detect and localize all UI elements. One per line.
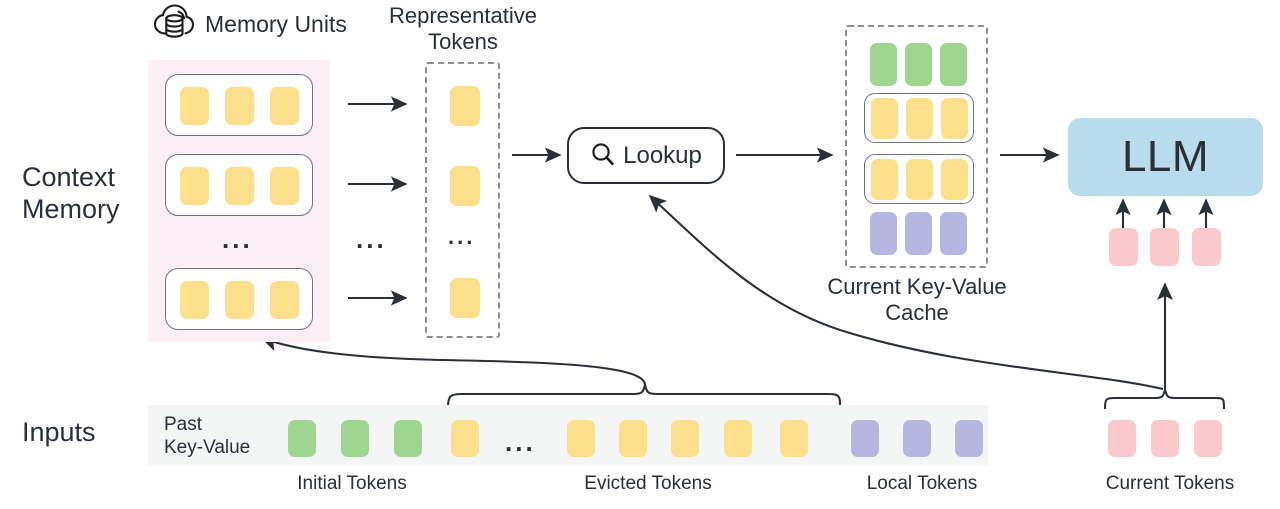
- representative-tokens-label: Representative Tokens: [389, 3, 537, 54]
- memory-token: [180, 167, 209, 205]
- llm-input-token: [1150, 228, 1179, 266]
- curve-evicted-to-context-memory: [260, 336, 647, 386]
- current-kv-cache-label: Current Key-Value Cache: [827, 274, 1007, 325]
- kv-token: [871, 159, 898, 200]
- kv-token: [870, 43, 897, 86]
- input-token-evicted: [619, 420, 647, 457]
- cloud-database-icon: [152, 2, 196, 47]
- kv-row-initial: [870, 43, 967, 86]
- memory-token: [225, 167, 254, 205]
- representative-token: [450, 166, 480, 206]
- current-kv-cache-box: [845, 25, 988, 268]
- context-memory-label: Context Memory: [22, 162, 120, 224]
- input-token-current: [1194, 420, 1222, 457]
- input-token-local: [955, 420, 983, 457]
- kv-row-local: [870, 212, 967, 255]
- memory-token: [270, 87, 299, 125]
- caption-initial-tokens: Initial Tokens: [297, 473, 407, 494]
- input-token-initial: [288, 420, 316, 457]
- caption-evicted-tokens: Evicted Tokens: [584, 473, 712, 494]
- memory-unit[interactable]: [165, 154, 313, 216]
- memory-unit[interactable]: [165, 268, 313, 330]
- representative-token: [450, 86, 480, 126]
- llm-box[interactable]: LLM: [1068, 118, 1263, 196]
- caption-local-tokens: Local Tokens: [866, 473, 978, 494]
- llm-label: LLM: [1121, 132, 1210, 181]
- kv-row-retrieved[interactable]: [864, 154, 974, 204]
- kv-token: [941, 98, 968, 139]
- input-token-local: [851, 420, 879, 457]
- input-token-evicted: [451, 420, 479, 457]
- input-token-evicted: [567, 420, 595, 457]
- kv-row-retrieved[interactable]: [864, 93, 974, 143]
- kv-token: [870, 212, 897, 255]
- memory-token: [225, 281, 254, 319]
- arrow-current-token-to-llm: [1115, 198, 1214, 228]
- input-token-current: [1108, 420, 1136, 457]
- past-key-value-label: Past Key-Value: [164, 414, 251, 458]
- memory-units-ellipsis: ...: [222, 224, 253, 254]
- input-token-evicted: [671, 420, 699, 457]
- kv-token: [906, 159, 933, 200]
- kv-token: [940, 43, 967, 86]
- lookup-label: Lookup: [623, 141, 702, 169]
- inputs-label: Inputs: [22, 417, 96, 447]
- brace-current-tokens: [1103, 386, 1226, 410]
- input-token-evicted: [724, 420, 752, 457]
- memory-token: [270, 281, 299, 319]
- memory-units-label: Memory Units: [205, 11, 347, 37]
- memory-token: [225, 87, 254, 125]
- input-token-current: [1151, 420, 1179, 457]
- memory-units-header: Memory Units: [152, 2, 347, 47]
- kv-token: [871, 98, 898, 139]
- input-token-initial: [341, 420, 369, 457]
- llm-input-token: [1192, 228, 1221, 266]
- kv-token: [905, 212, 932, 255]
- input-sequence-ellipsis: ...: [505, 427, 536, 457]
- search-icon: [590, 141, 616, 172]
- representative-tokens-ellipsis: ...: [448, 224, 476, 249]
- kv-token: [941, 159, 968, 200]
- llm-input-token: [1109, 228, 1138, 266]
- lookup-button[interactable]: Lookup: [567, 127, 725, 184]
- representative-token: [450, 278, 480, 318]
- unit-arrows-ellipsis: ...: [356, 224, 387, 254]
- memory-token: [270, 167, 299, 205]
- input-token-initial: [394, 420, 422, 457]
- memory-unit[interactable]: [165, 74, 313, 136]
- memory-token: [180, 281, 209, 319]
- kv-token: [905, 43, 932, 86]
- memory-token: [180, 87, 209, 125]
- input-token-evicted: [780, 420, 808, 457]
- arrow-unit-to-rep: [348, 96, 408, 306]
- input-token-local: [903, 420, 931, 457]
- representative-tokens-box: ...: [425, 62, 500, 338]
- kv-token: [906, 98, 933, 139]
- kv-token: [940, 212, 967, 255]
- caption-current-tokens: Current Tokens: [1105, 473, 1235, 494]
